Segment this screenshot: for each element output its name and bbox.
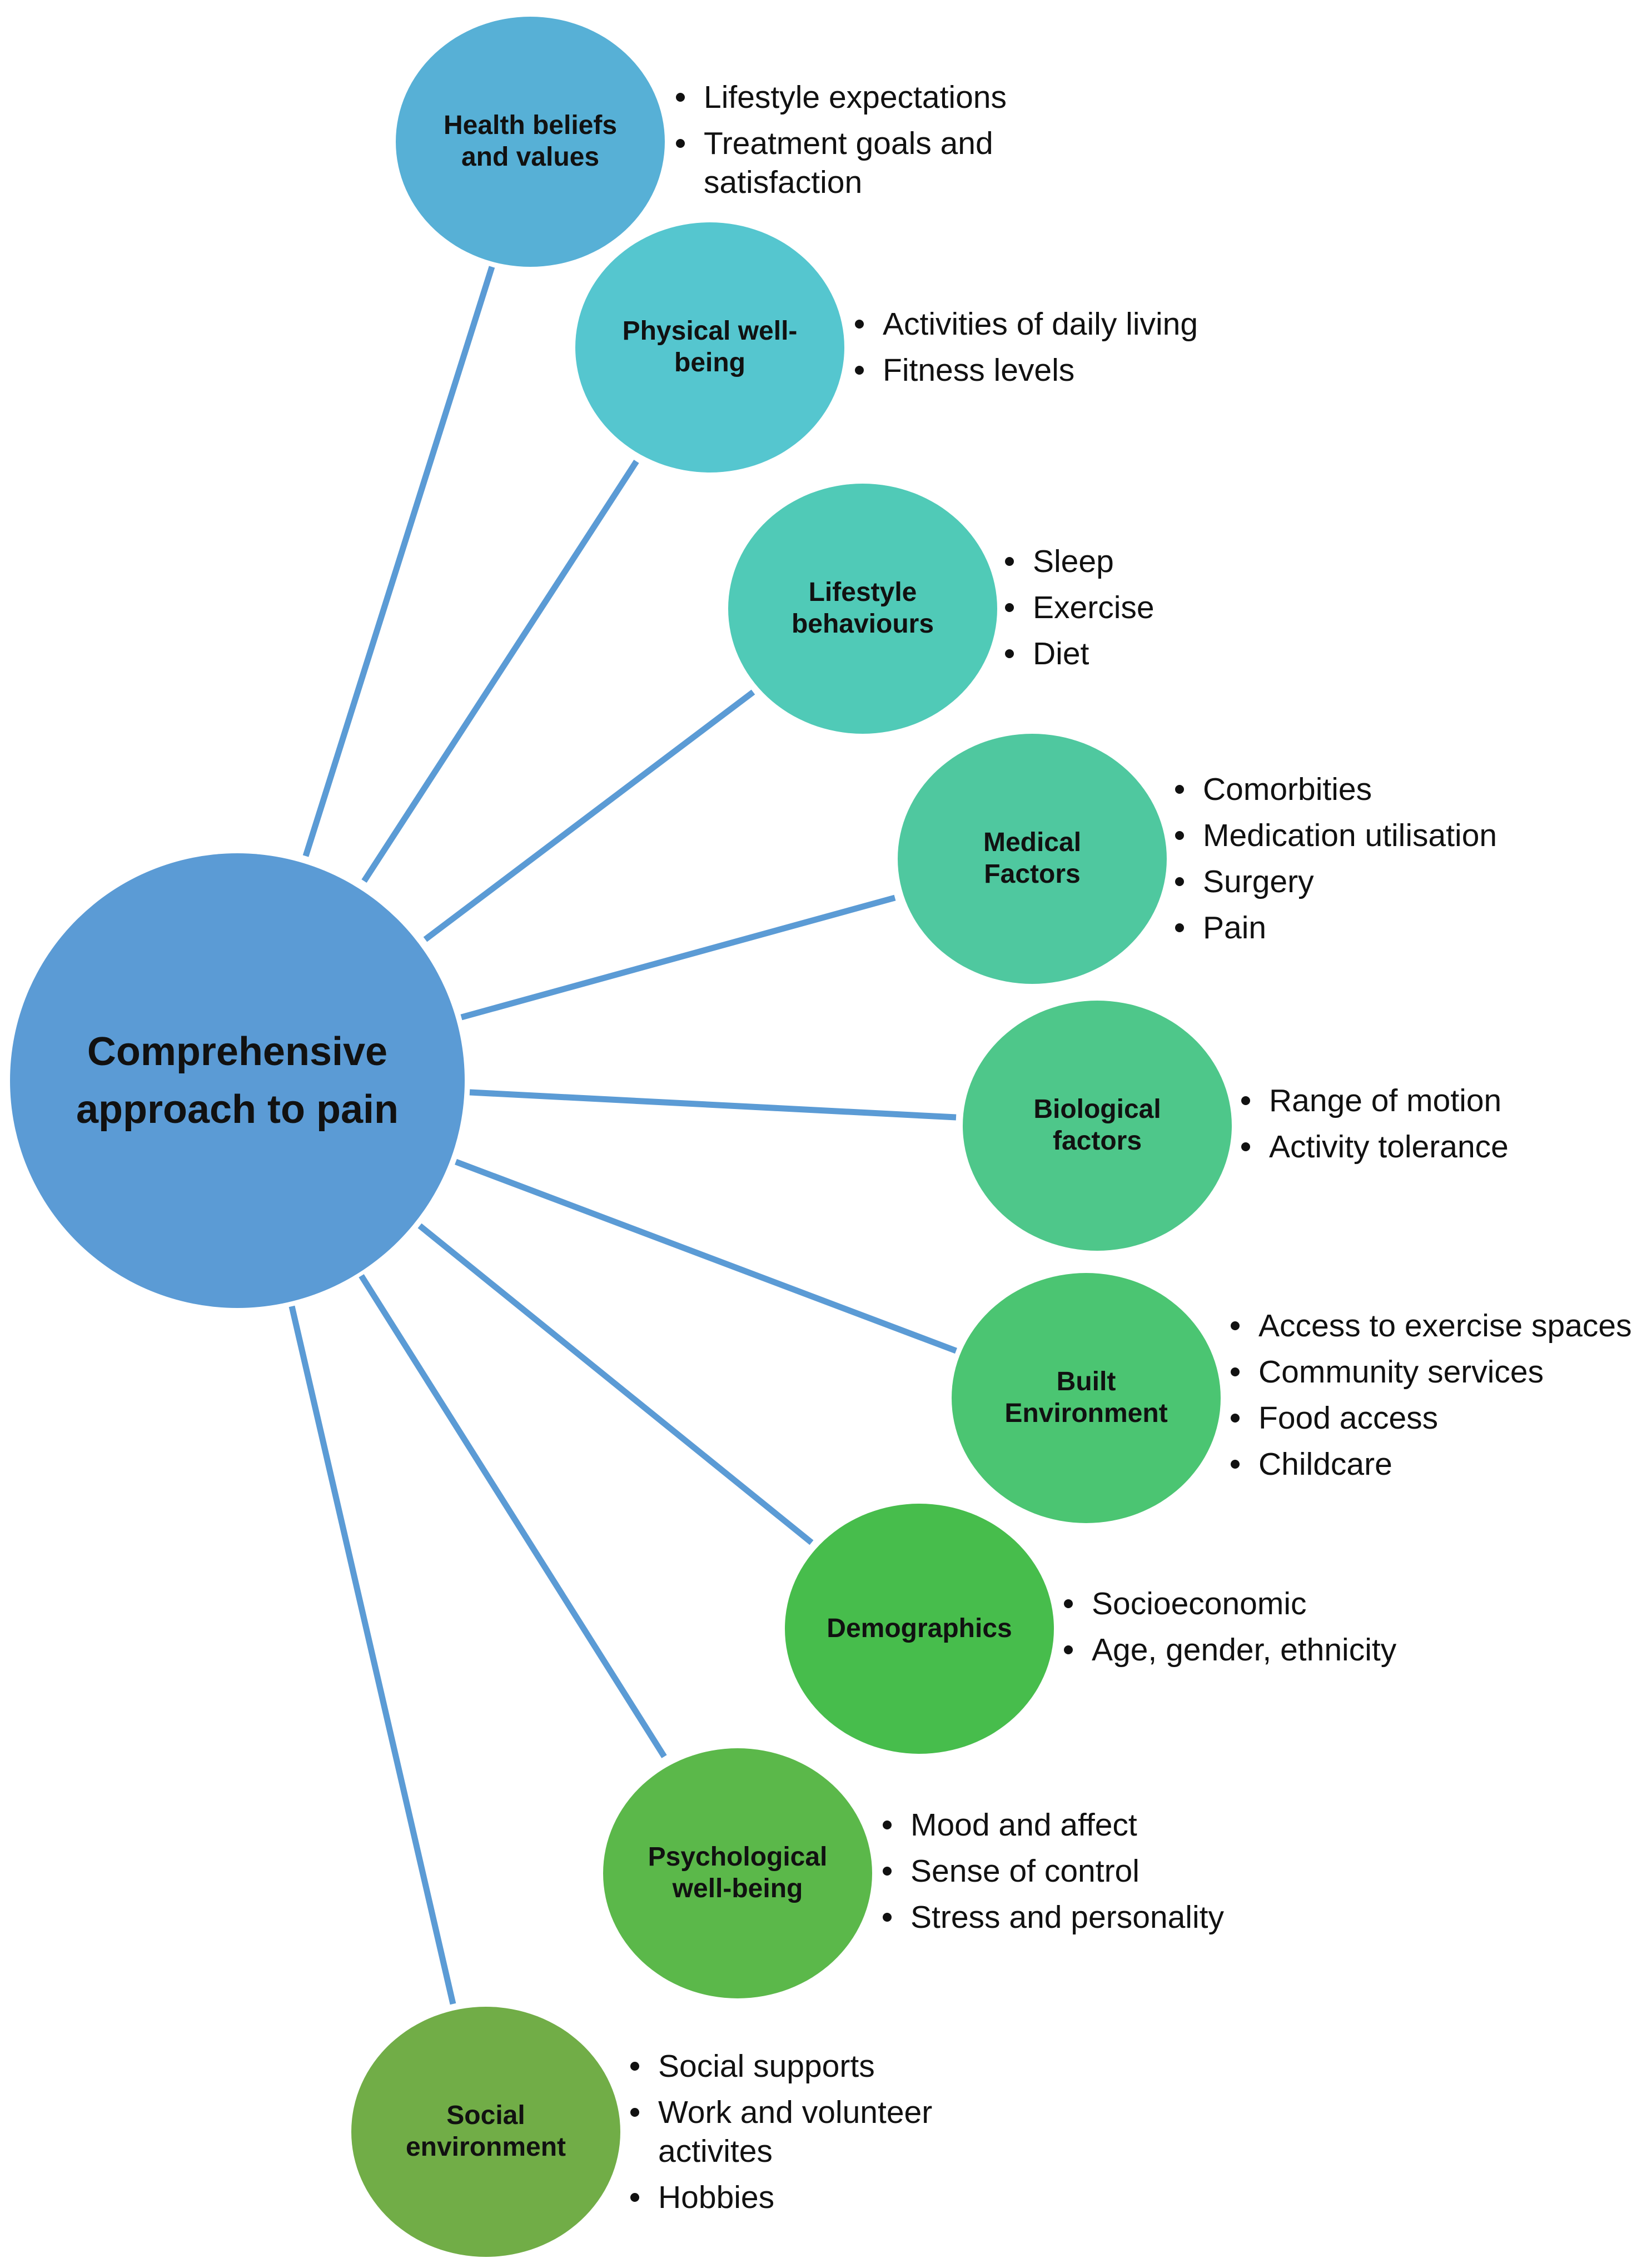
- connector-demographics: [417, 1223, 814, 1545]
- list-social-environment: Social supports Work and volunteer activ…: [627, 2047, 932, 2224]
- list-item: Medication utilisation: [1172, 816, 1497, 855]
- connector-medical-factors: [460, 894, 896, 1021]
- node-psychological-well-being: Psychological well-being: [603, 1748, 872, 1998]
- list-item: Hobbies: [627, 2178, 932, 2217]
- node-medical-factors: Medical Factors: [898, 734, 1167, 984]
- list-item: Range of motion: [1238, 1081, 1509, 1120]
- list-item: Surgery: [1172, 862, 1497, 901]
- node-lifestyle-behaviours: Lifestyle behaviours: [728, 484, 997, 734]
- list-item: Work and volunteer activites: [627, 2093, 932, 2171]
- list-item: Community services: [1227, 1352, 1632, 1391]
- list-item: Treatment goals and satisfaction: [673, 124, 1007, 202]
- list-item: Activities of daily living: [852, 305, 1198, 344]
- connector-lifestyle-behaviours: [423, 689, 755, 942]
- connector-biological-factors: [469, 1089, 957, 1121]
- list-item: Social supports: [627, 2047, 932, 2086]
- list-item: Age, gender, ethnicity: [1061, 1630, 1396, 1669]
- node-built-environment: Built Environment: [952, 1273, 1221, 1523]
- list-item: Childcare: [1227, 1445, 1632, 1484]
- list-item: Lifestyle expectations: [673, 78, 1007, 117]
- hub-comprehensive-approach: Comprehensive approach to pain: [10, 853, 465, 1308]
- list-physical-well-being: Activities of daily living Fitness level…: [852, 305, 1198, 397]
- node-social-environment: Social environment: [351, 2007, 620, 2257]
- list-item: Food access: [1227, 1399, 1632, 1438]
- list-medical-factors: Comorbities Medication utilisation Surge…: [1172, 770, 1497, 954]
- list-item: Diet: [1002, 634, 1155, 673]
- list-demographics: Socioeconomic Age, gender, ethnicity: [1061, 1584, 1396, 1677]
- connector-physical-well-being: [361, 460, 639, 883]
- connector-social-environment: [288, 1305, 456, 2005]
- list-item: Stress and personality: [879, 1898, 1224, 1937]
- list-item: Exercise: [1002, 588, 1155, 627]
- list-item: Sense of control: [879, 1852, 1224, 1891]
- list-item: Socioeconomic: [1061, 1584, 1396, 1623]
- list-health-beliefs: Lifestyle expectations Treatment goals a…: [673, 78, 1007, 209]
- list-item: Fitness levels: [852, 351, 1198, 390]
- list-item: Comorbities: [1172, 770, 1497, 809]
- list-item: Pain: [1172, 908, 1497, 947]
- list-item: Access to exercise spaces: [1227, 1306, 1632, 1345]
- connector-health-beliefs: [302, 266, 495, 857]
- list-built-environment: Access to exercise spaces Community serv…: [1227, 1306, 1632, 1491]
- list-item: Mood and affect: [879, 1806, 1224, 1844]
- list-item: Sleep: [1002, 542, 1155, 581]
- connector-psychological-well-being: [359, 1274, 667, 1758]
- node-demographics: Demographics: [785, 1504, 1054, 1754]
- list-lifestyle-behaviours: Sleep Exercise Diet: [1002, 542, 1155, 680]
- node-biological-factors: Biological factors: [963, 1001, 1232, 1251]
- node-health-beliefs: Health beliefs and values: [396, 17, 665, 267]
- list-psychological-well-being: Mood and affect Sense of control Stress …: [879, 1806, 1224, 1944]
- list-item: Activity tolerance: [1238, 1127, 1509, 1166]
- list-biological-factors: Range of motion Activity tolerance: [1238, 1081, 1509, 1173]
- node-physical-well-being: Physical well- being: [575, 222, 844, 472]
- connector-built-environment: [455, 1158, 957, 1354]
